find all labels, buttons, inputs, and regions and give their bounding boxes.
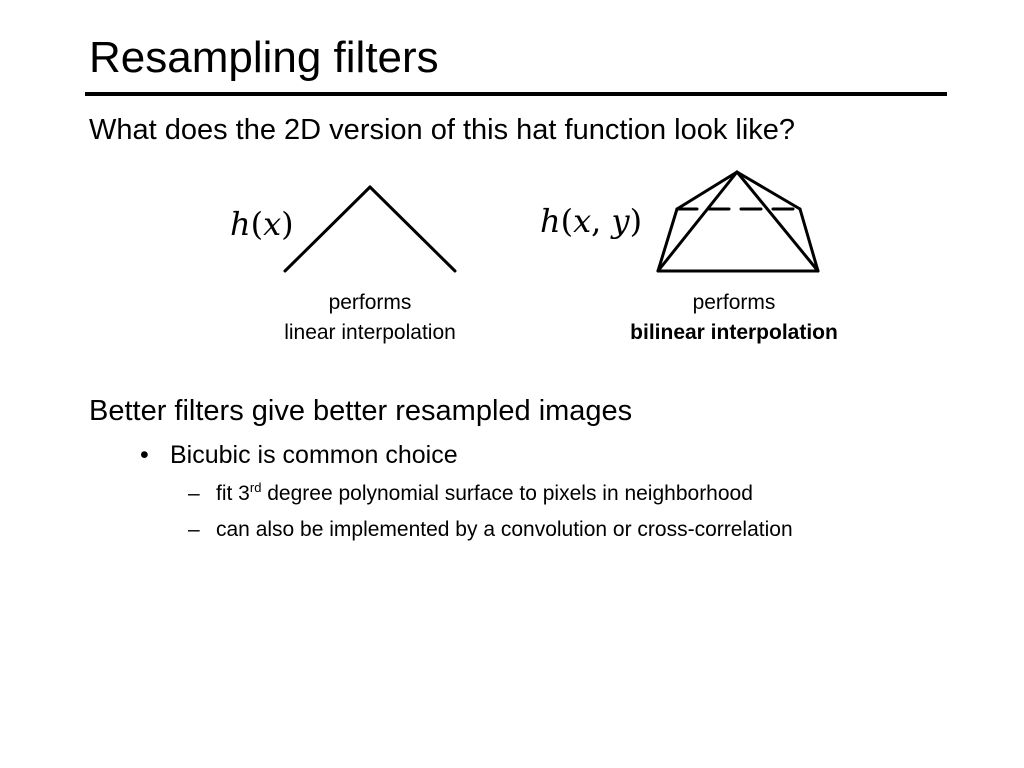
bullet-text: Bicubic is common choice bbox=[170, 441, 458, 469]
sub-bullet-1-suffix: degree polynomial surface to pixels in n… bbox=[261, 482, 753, 505]
formula-2d: h(x, y) bbox=[540, 202, 643, 240]
formula-1d-func: h bbox=[230, 205, 251, 243]
sub-bullet-2-text: can also be implemented by a convolution… bbox=[216, 518, 793, 541]
hat-1d-right-edge bbox=[368, 185, 457, 273]
caption-2d-line1: performs bbox=[692, 291, 776, 314]
pyramid-base-left bbox=[656, 207, 679, 273]
title-underline bbox=[85, 92, 947, 96]
caption-2d: performs bilinear interpolation bbox=[574, 288, 894, 348]
formula-2d-arg-x: x bbox=[573, 202, 592, 240]
caption-2d-line2: bilinear interpolation bbox=[630, 321, 838, 344]
pyramid-base-right bbox=[798, 207, 820, 273]
pyramid-edge-front-left bbox=[656, 170, 739, 273]
pyramid-edge-back-right bbox=[735, 170, 802, 211]
pyramid-2d-graphic bbox=[656, 170, 820, 273]
sub-bullet-1-superscript: rd bbox=[249, 480, 262, 495]
pyramid-edge-front-right bbox=[735, 170, 820, 273]
sub-bullet-2-marker: – bbox=[188, 518, 200, 541]
bullet-marker: • bbox=[140, 441, 149, 469]
formula-1d: h(x) bbox=[230, 205, 294, 243]
question-text: What does the 2D version of this hat fun… bbox=[89, 114, 796, 146]
caption-1d: performs linear interpolation bbox=[210, 288, 530, 348]
sub-bullet-1: –fit 3rd degree polynomial surface to pi… bbox=[188, 480, 753, 508]
formula-1d-arg-x: x bbox=[263, 205, 282, 243]
formula-2d-func: h bbox=[540, 202, 561, 240]
sub-bullet-1-marker: – bbox=[188, 482, 200, 505]
slide-title: Resampling filters bbox=[89, 33, 439, 82]
formula-2d-arg-y: y bbox=[611, 202, 630, 240]
hat-1d-left-edge bbox=[283, 185, 372, 273]
hat-1d-graphic bbox=[283, 185, 457, 273]
caption-1d-line2: linear interpolation bbox=[284, 321, 456, 344]
sub-bullet-2: –can also be implemented by a convolutio… bbox=[188, 516, 793, 544]
bullet-item: • Bicubic is common choice bbox=[140, 439, 458, 471]
body-heading: Better filters give better resampled ima… bbox=[89, 395, 633, 427]
sub-bullet-1-prefix: fit 3 bbox=[216, 482, 250, 505]
pyramid-edge-back-left bbox=[675, 170, 739, 211]
caption-1d-line1: performs bbox=[328, 291, 412, 314]
